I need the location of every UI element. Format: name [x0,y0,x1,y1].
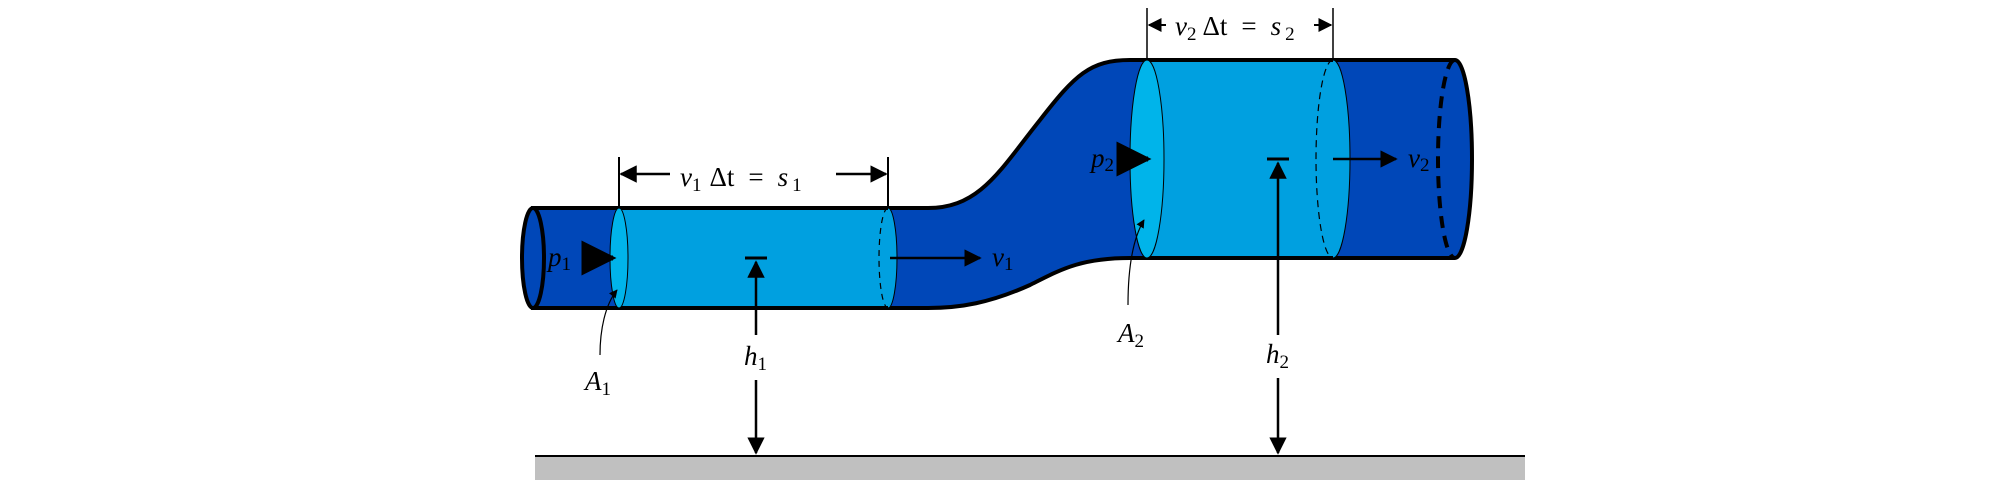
pipe-outlet-hidden-edge [1436,58,1456,260]
h1-label: h1 [744,341,767,375]
ground-base [535,457,1525,480]
v2-label: v2 [1408,143,1429,176]
fluid-slug-2 [1147,60,1350,258]
height-h2: h2 [1266,157,1289,455]
A1-leader [599,289,618,356]
A2-label: A2 [1116,318,1144,352]
pipe-inlet-end [520,206,546,310]
A2-leader [1127,219,1145,306]
slug-2-back-face [1315,59,1334,259]
p1-label: p1 [546,242,571,275]
height-h1: h1 [744,256,767,455]
v1-label: v1 [992,242,1013,275]
p2-label: p2 [1089,143,1114,176]
h2-label: h2 [1266,339,1289,373]
A1-label: A1 [583,366,611,400]
